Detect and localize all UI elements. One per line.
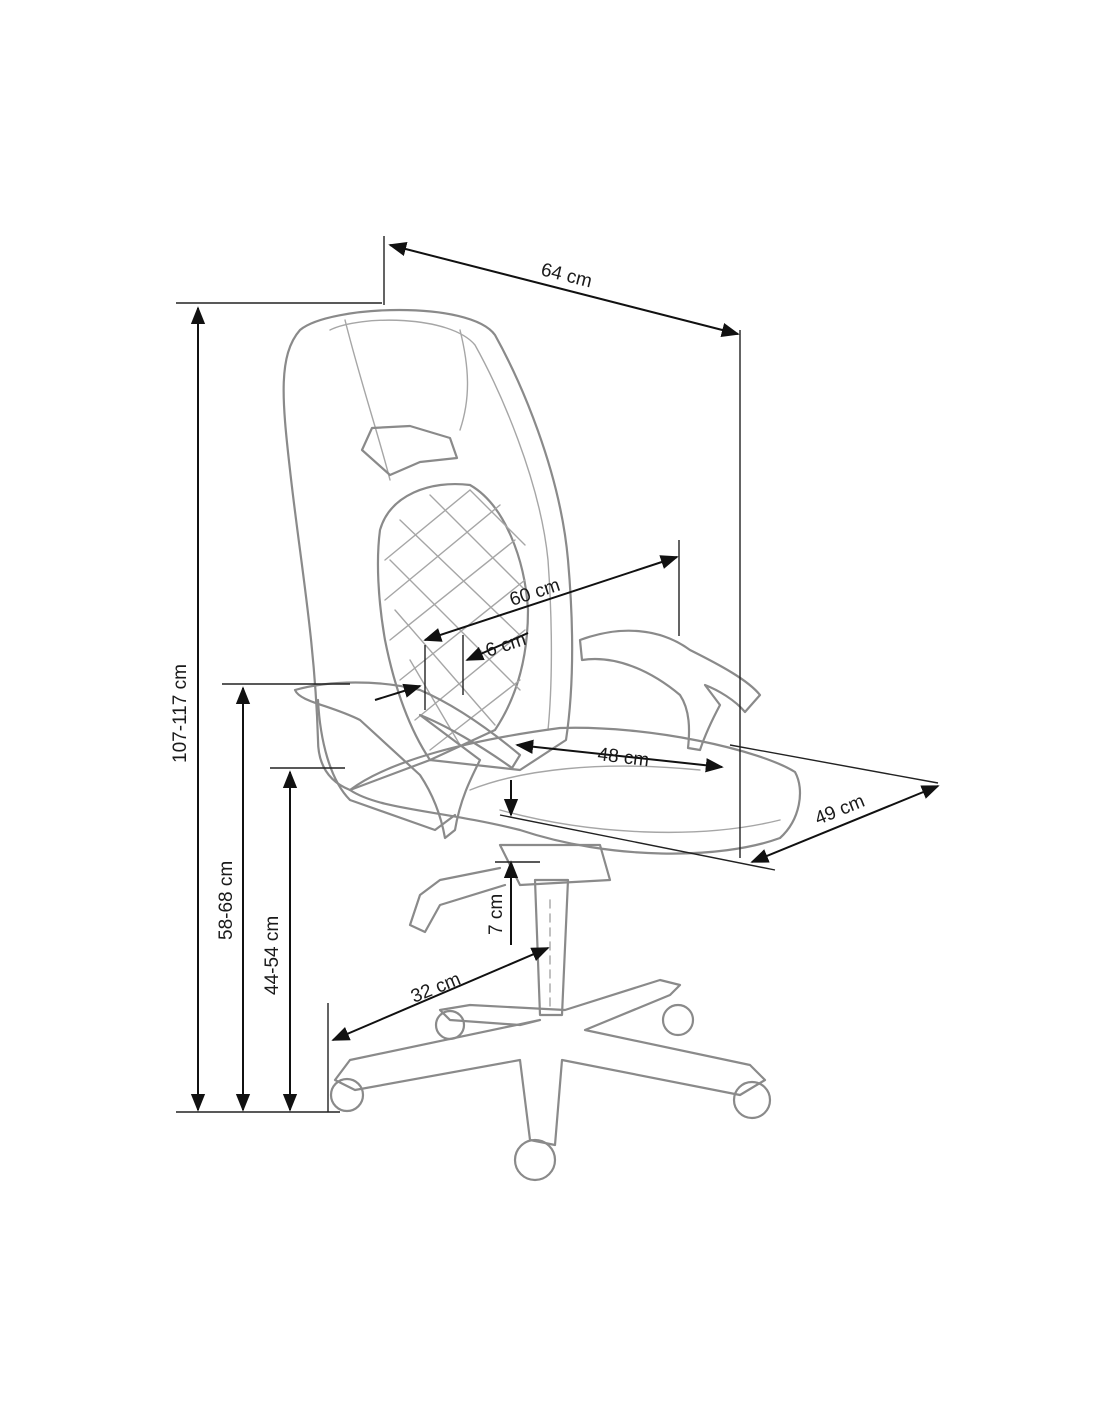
backrest-side-seam bbox=[344, 319, 391, 481]
seat-stitching bbox=[469, 765, 701, 791]
casters bbox=[329, 1003, 772, 1182]
label-seat-adjustment: 7 cm bbox=[486, 894, 507, 935]
right-armrest bbox=[578, 629, 762, 752]
seat-front-edge bbox=[499, 809, 781, 834]
dimension-lines bbox=[176, 236, 940, 1113]
dim-line-seat-depth bbox=[750, 785, 940, 863]
label-seat-height: 44-54 cm bbox=[262, 916, 283, 995]
dim-line-base-radius bbox=[331, 947, 550, 1041]
label-base-radius: 32 cm bbox=[408, 969, 464, 1008]
dim-line-backrest-width bbox=[423, 555, 679, 642]
label-seat-width: 48 cm bbox=[596, 744, 650, 771]
label-seat-depth: 49 cm bbox=[812, 791, 868, 830]
height-lever bbox=[408, 866, 507, 934]
label-total-height: 107-117 cm bbox=[170, 664, 191, 763]
dim-line-backrest-thickness-right bbox=[465, 632, 529, 661]
left-armrest-post bbox=[316, 698, 457, 832]
dimension-labels: 64 cm 107-117 cm 58-68 cm 44-54 cm 60 cm… bbox=[170, 259, 868, 1007]
label-width-top: 64 cm bbox=[539, 259, 594, 292]
label-backrest-thickness: 6 cm bbox=[483, 629, 529, 662]
dim-line-width-top bbox=[388, 242, 740, 337]
backrest-side-seam-right bbox=[459, 329, 469, 431]
seat-cushion bbox=[348, 726, 802, 855]
gas-lift-cylinder bbox=[533, 878, 570, 1017]
label-armrest-height: 58-68 cm bbox=[216, 861, 237, 940]
dim-line-backrest-thickness bbox=[374, 683, 422, 701]
headrest-pillow bbox=[360, 424, 459, 477]
chair-sketch bbox=[282, 308, 802, 1182]
lumbar-quilted-panel bbox=[376, 483, 530, 762]
dim-line-seat-width bbox=[515, 739, 724, 773]
